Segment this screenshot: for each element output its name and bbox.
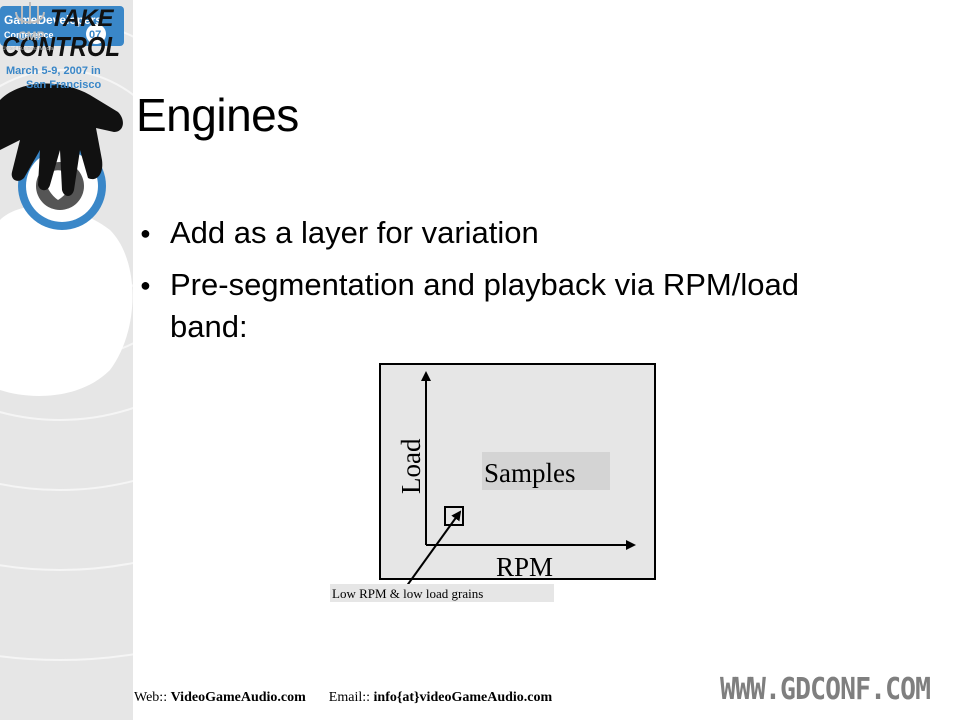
web-link[interactable]: VideoGameAudio.com <box>170 690 306 705</box>
grain-box <box>444 506 464 526</box>
dates-line1: March 5-9, 2007 in <box>6 65 101 77</box>
bullet-list: ● Add as a layer for variation ● Pre-seg… <box>138 212 838 358</box>
cmp-logo: CMP United Business Media <box>2 2 53 52</box>
sidebar: GameDevelopers Conference 07 TAKE CONTRO… <box>0 0 133 720</box>
logo-line1: GameDevelopers <box>4 13 102 27</box>
samples-label: Samples <box>484 458 576 488</box>
take-word: TAKE <box>50 5 115 32</box>
bullet-text: Pre-segmentation and playback via RPM/lo… <box>170 267 799 344</box>
hand-graphic <box>0 83 123 196</box>
cmp-subtext: United Business Media <box>2 46 53 52</box>
callout-box <box>330 584 554 602</box>
footer-contact: Web:: VideoGameAudio.com Email:: info{at… <box>134 690 552 706</box>
control-word: CONTROL <box>2 31 120 62</box>
email-prefix: Email:: <box>328 690 371 705</box>
site-logo-text: WWW.GDCONF.COM <box>720 672 931 707</box>
web-prefix: Web:: <box>134 690 168 705</box>
slide-title: Engines <box>136 89 299 141</box>
cmp-text: CMP <box>18 29 45 43</box>
dates-line2: San Francisco <box>26 79 101 91</box>
email-link[interactable]: info{at}videoGameAudio.com <box>373 690 553 705</box>
logo-line2: Conference <box>4 30 54 40</box>
bullet-item: ● Pre-segmentation and playback via RPM/… <box>138 264 838 348</box>
y-axis-label: Load <box>396 438 426 494</box>
logo-year: 07 <box>89 29 101 41</box>
take-control-logo: TAKE CONTROL March 5-9, 2007 in San Fran… <box>2 5 120 91</box>
bullet-dot-icon: ● <box>140 275 151 295</box>
x-axis-label: RPM <box>496 552 553 582</box>
callout-label: Low RPM & low load grains <box>332 586 483 601</box>
bullet-item: ● Add as a layer for variation <box>138 212 838 254</box>
bullet-text: Add as a layer for variation <box>170 215 539 250</box>
bullet-dot-icon: ● <box>140 223 151 243</box>
sidebar-art <box>0 19 133 661</box>
samples-region <box>482 452 610 490</box>
callout-arrow <box>405 510 462 588</box>
